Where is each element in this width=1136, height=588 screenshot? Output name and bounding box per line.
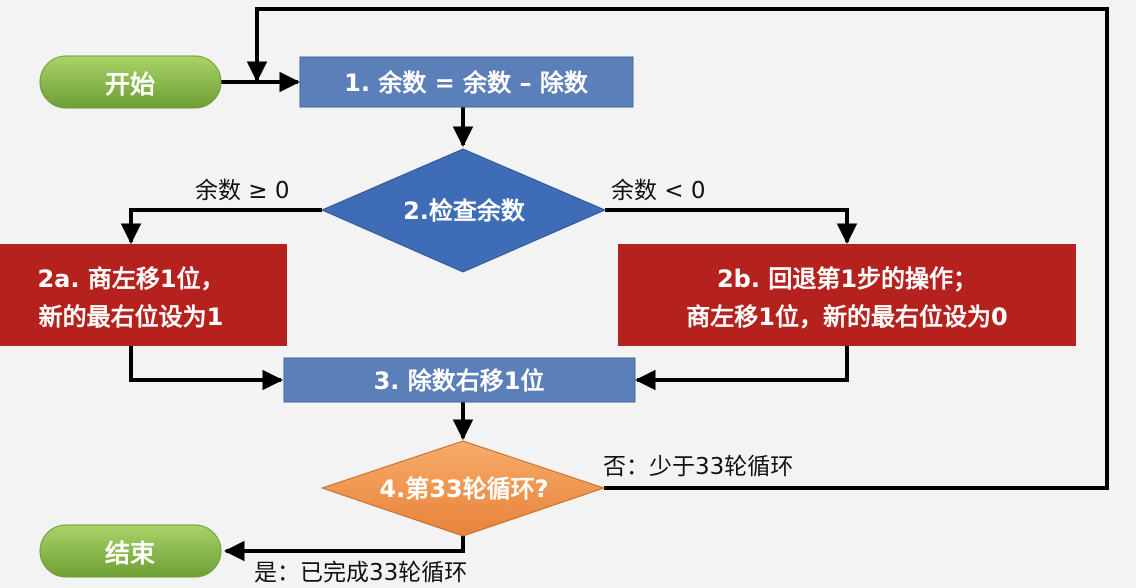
arrow-2b-to-step3 [634, 346, 849, 391]
arrow-loop-back [246, 7, 1109, 490]
step1-label: 1. 余数 = 余数 – 除数 [344, 69, 589, 97]
step2a-node: 2a. 商左移1位， 新的最右位设为1 [0, 244, 287, 346]
label-remainder-lt-zero: 余数 < 0 [611, 178, 706, 204]
start-label: 开始 [105, 70, 155, 99]
step2-label: 2.检查余数 [403, 197, 526, 225]
label-not-done: 否：少于33轮循环 [603, 454, 793, 480]
end-label: 结束 [105, 539, 156, 568]
step2b-node: 2b. 回退第1步的操作； 商左移1位，新的最右位设为0 [618, 244, 1076, 346]
step2b-label-line1: 2b. 回退第1步的操作； [717, 265, 977, 293]
step2b-label-line2: 商左移1位，新的最右位设为0 [686, 303, 1007, 331]
step4-label: 4.第33轮循环? [379, 475, 548, 503]
label-remainder-ge-zero: 余数 ≥ 0 [195, 178, 290, 204]
step2-decision: 2.检查余数 [320, 148, 607, 273]
arrow-step2-to-2b [605, 208, 858, 245]
step3-label: 3. 除数右移1位 [374, 367, 545, 395]
step2a-label-line2: 新的最右位设为1 [39, 303, 224, 331]
arrow-step2-to-2a [120, 208, 322, 245]
step3-node: 3. 除数右移1位 [283, 357, 636, 403]
step1-node: 1. 余数 = 余数 – 除数 [299, 56, 634, 108]
step2a-label-line1: 2a. 商左移1位， [37, 265, 224, 293]
arrow-2a-to-step3 [129, 346, 284, 391]
arrow-step4-to-end [223, 536, 465, 562]
step4-decision: 4.第33轮循环? [320, 440, 606, 537]
start-node: 开始 [39, 55, 222, 109]
end-node: 结束 [39, 524, 222, 578]
label-done: 是：已完成33轮循环 [254, 560, 467, 586]
connectors [120, 7, 1109, 562]
